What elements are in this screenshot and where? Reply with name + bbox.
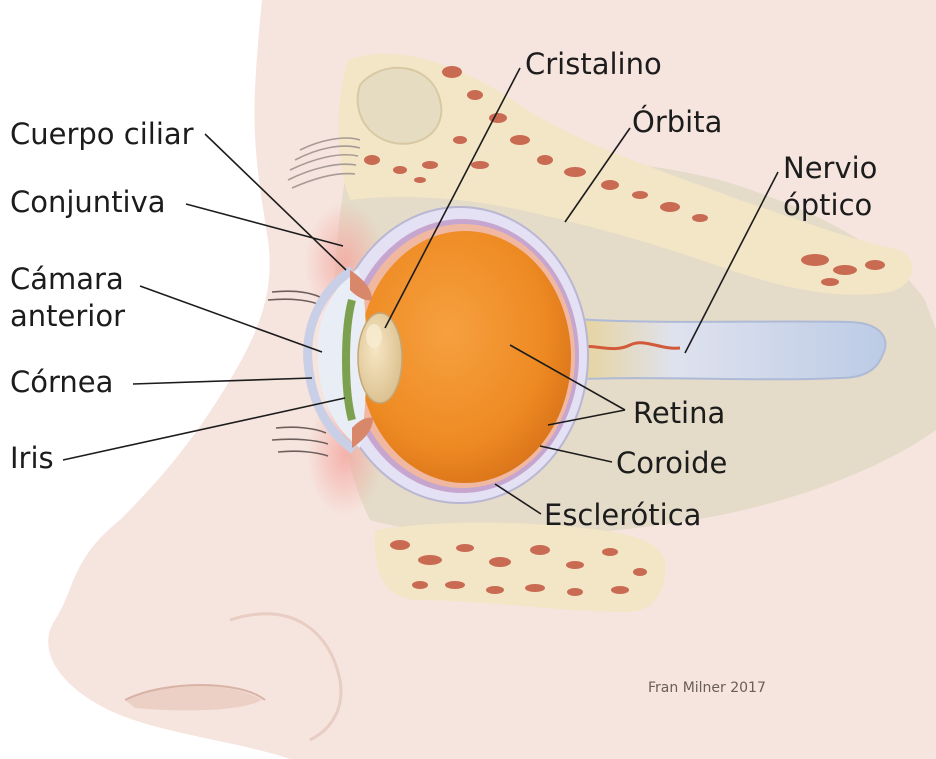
- label-coroide: Coroide: [616, 446, 727, 480]
- artist-credit: Fran Milner 2017: [648, 680, 766, 696]
- label-nervio-line2: óptico: [783, 188, 872, 222]
- label-cornea: Córnea: [10, 365, 113, 399]
- lens: [358, 313, 402, 403]
- label-camara-line1: Cámara: [10, 262, 124, 296]
- label-camara-line2: anterior: [10, 299, 125, 333]
- lens-nucleus: [366, 324, 382, 348]
- label-cuerpo-ciliar: Cuerpo ciliar: [10, 117, 194, 151]
- label-conjuntiva: Conjuntiva: [10, 185, 166, 219]
- lower-bone: [375, 523, 666, 613]
- label-cristalino: Cristalino: [525, 47, 662, 81]
- label-orbita: Órbita: [632, 105, 722, 139]
- label-esclerotica: Esclerótica: [544, 498, 701, 532]
- label-retina: Retina: [633, 396, 725, 430]
- label-iris: Iris: [10, 441, 54, 475]
- label-nervio-line1: Nervio: [783, 151, 877, 185]
